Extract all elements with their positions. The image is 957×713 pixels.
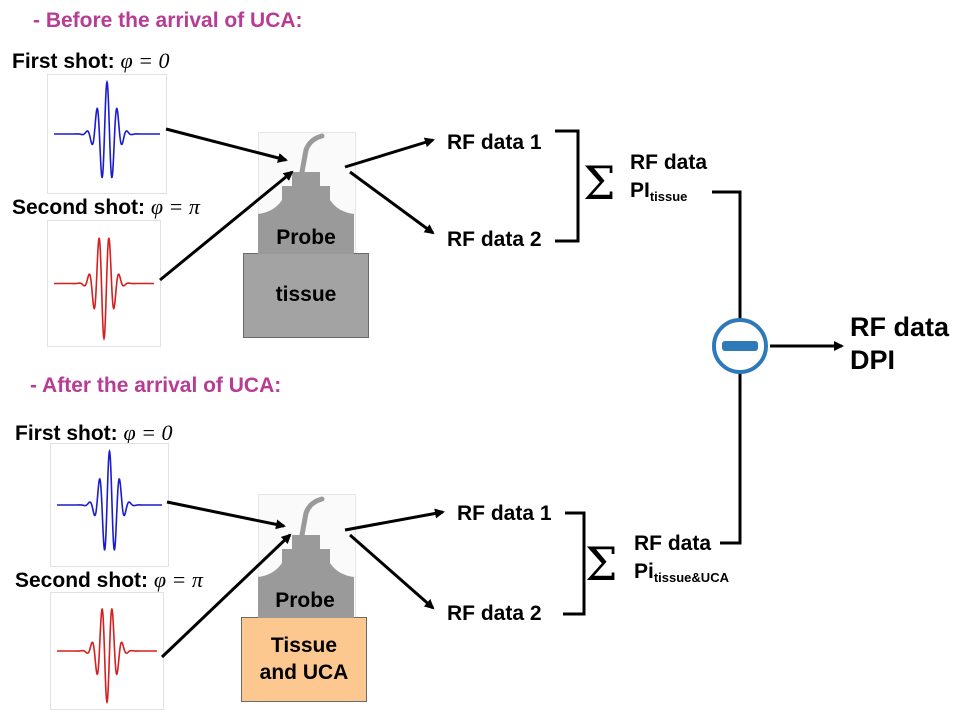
top-sum-pi-main: PI [630,179,650,202]
bottom-arrow-first-to-probe [166,500,286,530]
bottom-second-shot: Second shot: φ = π [15,567,203,592]
minus-icon [722,341,758,351]
top-arrow-second-to-probe [159,170,294,282]
top-first-shot: First shot: φ = 0 [12,48,170,73]
bottom-sum-pi-main: Pi [634,560,654,583]
top-first-shot-phase: φ = 0 [120,48,170,73]
top-arrows [159,127,742,322]
output-rf-data: RF data [850,312,950,342]
output-dpi: DPI [850,345,896,375]
top-sum-pi: PItissue [630,180,687,203]
bottom-arrow-second-to-probe [160,533,292,659]
top-second-shot-label: Second shot: [12,196,146,219]
bottom-second-shot-phase: φ = π [153,567,203,592]
bottom-arrow-probe-to-rf1 [344,508,445,532]
top-rf-data-2: RF data 2 [447,228,542,251]
bottom-first-shot-label: First shot: [15,422,118,445]
top-probe-icon [258,133,354,254]
bottom-medium-line2: and UCA [259,660,349,684]
bottom-bracket [563,511,586,616]
bottom-second-pulse-wave [57,608,157,705]
minus-operator [712,318,768,374]
bottom-sum-pi-sub: tissue&UCA [653,570,729,585]
bottom-arrows [160,341,844,659]
bottom-second-shot-label: Second shot: [15,569,149,592]
top-to-minus-line [712,190,742,322]
bottom-heading: - After the arrival of UCA: [30,374,282,397]
top-heading: - Before the arrival of UCA: [33,9,303,32]
bottom-probe-label: Probe [275,589,335,612]
bottom-rf-data-1: RF data 1 [457,502,552,525]
top-rf-data-1: RF data 1 [447,131,542,154]
top-arrow-first-to-probe [165,127,288,163]
bottom-sum-rf-data: RF data [634,532,712,555]
bottom-probe-icon [258,496,354,618]
top-probe-label: Probe [276,226,336,249]
bottom-rf-data-2: RF data 2 [447,602,542,625]
top-sum-rf-data: RF data [630,151,708,174]
bottom-sum-symbol: Σ [585,537,618,591]
bottom-to-minus-line [720,372,742,545]
bottom-medium-line1: Tissue [270,634,338,658]
top-arrow-probe-to-rf1 [344,137,435,169]
top-tissue-box: tissue [243,253,369,338]
bottom-tissue-uca-box: Tissue and UCA [241,617,367,702]
bottom-first-pulse [50,443,169,567]
bottom-sum-pi: Pitissue&UCA [634,561,729,584]
top-sum-pi-sub: tissue [649,189,688,204]
top-arrow-probe-to-rf2 [349,170,435,235]
top-second-shot-phase: φ = π [150,194,200,219]
top-second-shot: Second shot: φ = π [12,194,200,219]
top-tissue-label: tissue [275,283,337,307]
top-second-pulse-wave [54,237,154,341]
top-first-pulse [47,74,167,194]
top-second-pulse [47,220,161,347]
bottom-first-shot: First shot: φ = 0 [15,420,173,445]
top-sum-symbol: Σ [583,156,616,210]
bottom-second-pulse [50,592,164,710]
top-first-shot-label: First shot: [12,50,115,73]
top-bracket [555,129,580,243]
bottom-first-pulse-wave [57,448,162,551]
top-first-pulse-wave [54,79,160,179]
bottom-first-shot-phase: φ = 0 [123,420,173,445]
bottom-arrow-probe-to-rf2 [349,533,435,610]
